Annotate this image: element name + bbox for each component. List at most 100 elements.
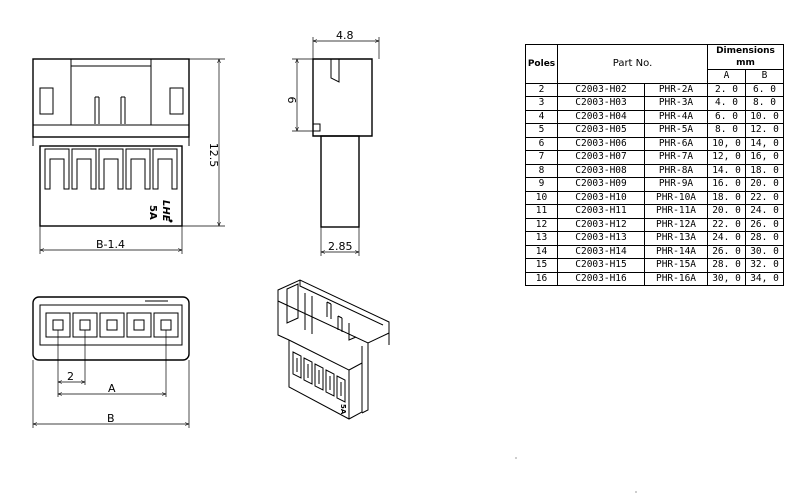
- cell-b: 30. 0: [745, 244, 784, 259]
- cell-a: 20. 0: [707, 204, 746, 219]
- cell-phr: PHR-13A: [644, 231, 708, 246]
- cell-b: 34, 0: [745, 271, 784, 286]
- header-poles: Poles: [525, 44, 558, 84]
- cell-a: 26. 0: [707, 244, 746, 259]
- cell-poles: 15: [525, 258, 558, 273]
- cell-phr: PHR-7A: [644, 150, 708, 165]
- cell-code: C2003-H14: [557, 244, 645, 259]
- cell-phr: PHR-15A: [644, 258, 708, 273]
- cell-a: 16. 0: [707, 177, 746, 192]
- cell-poles: 16: [525, 271, 558, 286]
- brand-label: LHE: [160, 200, 171, 222]
- bottom-width-dimension-label: 2.85: [328, 240, 353, 253]
- dimension-a-label: A: [108, 382, 116, 395]
- cell-poles: 11: [525, 204, 558, 219]
- cell-a: 18. 0: [707, 190, 746, 205]
- cell-poles: 14: [525, 244, 558, 259]
- cell-phr: PHR-8A: [644, 163, 708, 178]
- cell-b: 26. 0: [745, 217, 784, 232]
- cell-poles: 4: [525, 109, 558, 124]
- cell-poles: 12: [525, 217, 558, 232]
- bottom-view: [32, 296, 190, 361]
- isometric-rating-label: 5A: [339, 404, 347, 415]
- cell-a: 24. 0: [707, 231, 746, 246]
- cell-b: 20. 0: [745, 177, 784, 192]
- cell-a: 2. 0: [707, 82, 746, 97]
- cell-code: C2003-H12: [557, 217, 645, 232]
- cell-b: 22. 0: [745, 190, 784, 205]
- cell-poles: 3: [525, 96, 558, 111]
- side-height-dimension-label: 6: [285, 97, 298, 104]
- cell-b: 10. 0: [745, 109, 784, 124]
- header-dimensions: Dimensions mm: [707, 44, 784, 70]
- cell-phr: PHR-5A: [644, 123, 708, 138]
- cell-code: C2003-H09: [557, 177, 645, 192]
- cell-phr: PHR-10A: [644, 190, 708, 205]
- cell-phr: PHR-3A: [644, 96, 708, 111]
- cell-code: C2003-H03: [557, 96, 645, 111]
- cell-a: 30, 0: [707, 271, 746, 286]
- cell-phr: PHR-11A: [644, 204, 708, 219]
- dimension-b-label: B: [107, 412, 115, 425]
- cell-b: 28. 0: [745, 231, 784, 246]
- side-view-dimensions: 4.8 6 2.85: [285, 29, 380, 256]
- cell-poles: 7: [525, 150, 558, 165]
- cell-b: 16, 0: [745, 150, 784, 165]
- cell-a: 14. 0: [707, 163, 746, 178]
- cell-phr: PHR-2A: [644, 82, 708, 97]
- cell-code: C2003-H11: [557, 204, 645, 219]
- header-b: B: [745, 69, 784, 84]
- width-dimension-label: B-1.4: [96, 238, 125, 251]
- cell-poles: 8: [525, 163, 558, 178]
- cell-a: 6. 0: [707, 109, 746, 124]
- isometric-view: [277, 279, 390, 420]
- cell-a: 12, 0: [707, 150, 746, 165]
- cell-phr: PHR-16A: [644, 271, 708, 286]
- cell-b: 24. 0: [745, 204, 784, 219]
- cell-code: C2003-H13: [557, 231, 645, 246]
- cell-code: C2003-H04: [557, 109, 645, 124]
- front-view-dimensions: B-1.4 12.5: [39, 58, 225, 254]
- cell-code: C2003-H16: [557, 271, 645, 286]
- cell-code: C2003-H05: [557, 123, 645, 138]
- rating-label: 5A: [147, 205, 158, 220]
- cell-b: 18. 0: [745, 163, 784, 178]
- cell-a: 10, 0: [707, 136, 746, 151]
- front-view: 5A LHE: [32, 58, 190, 227]
- table-header-row: Poles Part No. Dimensions mm: [525, 44, 784, 84]
- cell-phr: PHR-14A: [644, 244, 708, 259]
- header-a: A: [707, 69, 746, 84]
- cell-code: C2003-H06: [557, 136, 645, 151]
- height-dimension-label: 12.5: [207, 143, 220, 168]
- pitch-dimension-label: 2: [67, 370, 74, 383]
- cell-a: 8. 0: [707, 123, 746, 138]
- cell-code: C2003-H15: [557, 258, 645, 273]
- cell-b: 32. 0: [745, 258, 784, 273]
- cell-a: 22. 0: [707, 217, 746, 232]
- cell-b: 12. 0: [745, 123, 784, 138]
- cell-poles: 6: [525, 136, 558, 151]
- top-width-dimension-label: 4.8: [336, 29, 354, 42]
- cell-phr: PHR-12A: [644, 217, 708, 232]
- cell-code: C2003-H07: [557, 150, 645, 165]
- cell-poles: 13: [525, 231, 558, 246]
- cell-code: C2003-H02: [557, 82, 645, 97]
- header-part-no: Part No.: [557, 44, 708, 84]
- cell-poles: 10: [525, 190, 558, 205]
- cell-poles: 5: [525, 123, 558, 138]
